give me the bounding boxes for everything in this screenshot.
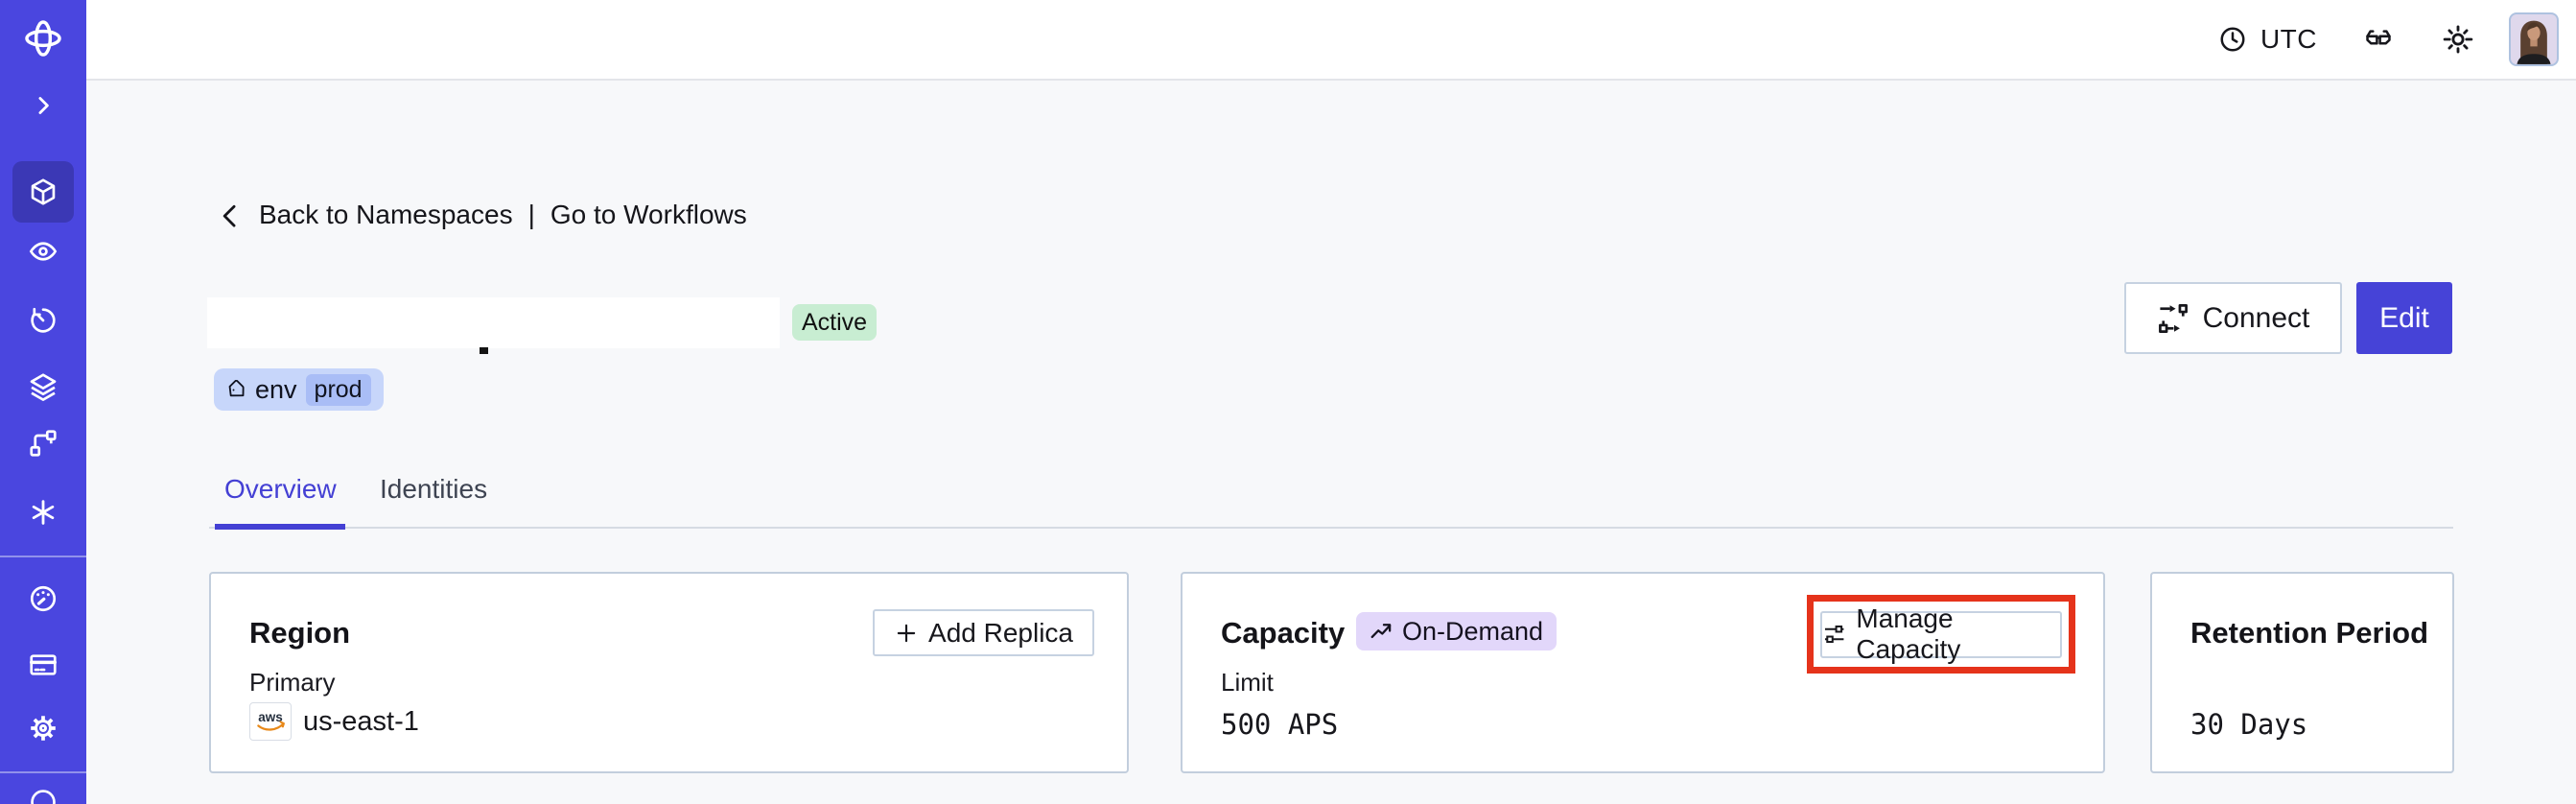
- trending-up-icon: [1370, 624, 1392, 639]
- sidebar-divider: [0, 556, 86, 557]
- svg-text:aws: aws: [258, 710, 283, 724]
- breadcrumb-separator: |: [527, 200, 535, 229]
- region-value: us-east-1: [303, 705, 419, 737]
- sidebar-item-deployments[interactable]: [0, 428, 86, 459]
- gauge-icon: [30, 585, 57, 612]
- region-card: Region Add Replica Primary aws us-east-1: [209, 572, 1129, 773]
- connect-button-label: Connect: [2202, 301, 2310, 334]
- chevron-right-icon: [38, 97, 49, 114]
- user-avatar[interactable]: [2509, 12, 2559, 66]
- sidebar-item-nexus[interactable]: [0, 497, 86, 528]
- retention-card-title: Retention Period: [2190, 616, 2429, 650]
- ondemand-badge-label: On-Demand: [1402, 616, 1544, 646]
- add-replica-label: Add Replica: [928, 617, 1073, 648]
- sidebar-item-schedules[interactable]: [0, 305, 86, 336]
- connect-button[interactable]: Connect: [2124, 282, 2342, 354]
- layers-icon: [30, 373, 57, 401]
- retention-card: Retention Period 30 Days: [2150, 572, 2454, 773]
- active-tab-underline: [215, 524, 345, 530]
- capacity-card: Capacity On-Demand Manage Capacity Limit…: [1181, 572, 2105, 773]
- tab-bar-divider: [209, 527, 2453, 529]
- region-primary-label: Primary: [249, 668, 336, 697]
- status-badge: Active: [792, 304, 878, 341]
- edit-button-label: Edit: [2379, 301, 2429, 334]
- tag-icon: [228, 379, 245, 396]
- sidebar-item-support[interactable]: [0, 787, 86, 804]
- sidebar-item-namespaces[interactable]: [0, 177, 86, 207]
- sidebar-expand-button[interactable]: [0, 91, 86, 120]
- region-value-row: aws us-east-1: [249, 702, 419, 741]
- manage-capacity-button[interactable]: Manage Capacity: [1820, 603, 2062, 664]
- theme-sun-icon[interactable]: [2442, 23, 2474, 56]
- topbar: UTC: [86, 0, 2576, 81]
- tag-value-chip: prod: [305, 373, 371, 406]
- timezone-clock-icon[interactable]: [2218, 25, 2247, 54]
- topbar-right-group: UTC: [2218, 0, 2559, 79]
- sliders-icon: [1824, 625, 1844, 644]
- retention-value: 30 Days: [2190, 708, 2308, 741]
- namespace-title-redaction: [207, 297, 780, 348]
- tab-overview[interactable]: Overview: [224, 474, 337, 504]
- sidebar-item-billing[interactable]: [0, 650, 86, 680]
- namespace-title-dot: [480, 347, 488, 354]
- branch-icon: [30, 430, 57, 457]
- capacity-value: 500 APS: [1221, 708, 1339, 741]
- gear-icon: [31, 716, 56, 741]
- ondemand-badge: On-Demand: [1356, 612, 1557, 650]
- namespace-tag[interactable]: env prod: [214, 368, 384, 411]
- sidebar-item-usage[interactable]: [0, 583, 86, 614]
- timer-icon: [31, 307, 56, 333]
- capacity-card-title: Capacity: [1221, 616, 1346, 650]
- sidebar: [0, 0, 86, 804]
- glasses-icon[interactable]: [2363, 24, 2394, 55]
- eye-icon: [29, 242, 58, 261]
- add-replica-button[interactable]: Add Replica: [873, 609, 1094, 656]
- timezone-label[interactable]: UTC: [2260, 24, 2317, 54]
- connect-icon: [2158, 303, 2188, 333]
- sidebar-item-settings[interactable]: [0, 713, 86, 744]
- aws-provider-icon: aws: [249, 702, 292, 741]
- breadcrumb-workflows-link[interactable]: Go to Workflows: [550, 200, 747, 229]
- asterisk-icon: [32, 500, 55, 525]
- plus-icon: [897, 624, 916, 642]
- cube-icon: [31, 178, 56, 205]
- status-badge-label: Active: [802, 308, 868, 336]
- breadcrumb-back-link[interactable]: Back to Namespaces: [259, 200, 513, 229]
- credit-card-icon: [30, 654, 57, 675]
- sidebar-item-observability[interactable]: [0, 236, 86, 267]
- sidebar-divider-bottom: [0, 771, 86, 773]
- tag-key-label: env: [255, 374, 297, 404]
- capacity-limit-label: Limit: [1221, 668, 1274, 697]
- red-highlight-annotation: Manage Capacity: [1807, 595, 2075, 674]
- breadcrumb: Back to Namespaces | Go to Workflows: [217, 194, 747, 236]
- temporal-logo[interactable]: [0, 17, 86, 59]
- region-card-title: Region: [249, 616, 351, 650]
- back-chevron-icon[interactable]: [217, 198, 244, 232]
- circle-icon: [31, 790, 56, 804]
- edit-button[interactable]: Edit: [2356, 282, 2452, 354]
- sidebar-item-layers[interactable]: [0, 371, 86, 402]
- tab-identities[interactable]: Identities: [380, 474, 488, 504]
- manage-capacity-label: Manage Capacity: [1856, 603, 1961, 664]
